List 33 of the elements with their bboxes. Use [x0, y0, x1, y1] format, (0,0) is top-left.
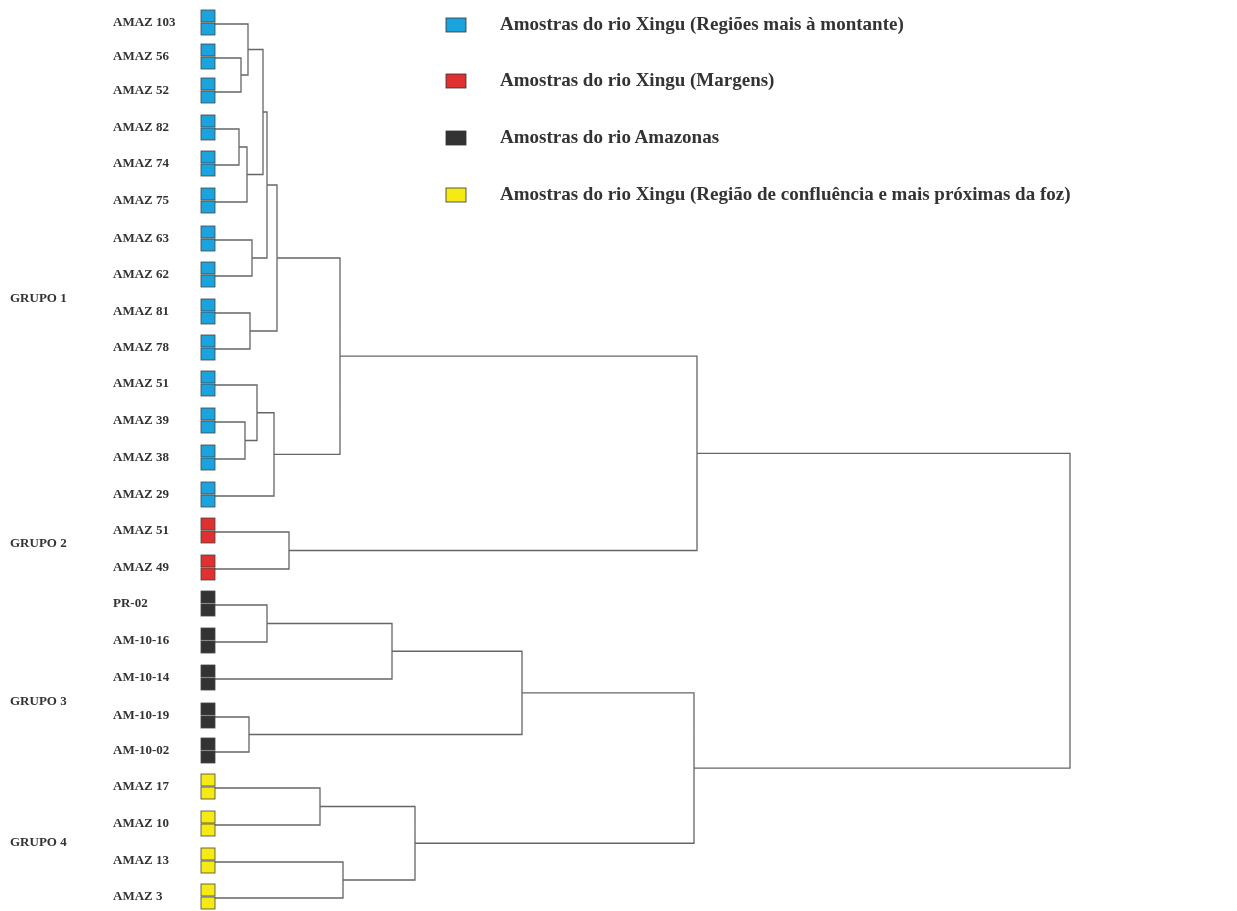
- sample-label: AMAZ 75: [113, 192, 169, 208]
- sample-label: AM-10-16: [113, 632, 170, 648]
- sample-label: AMAZ 56: [113, 48, 169, 64]
- legend-label: Amostras do rio Xingu (Região de confluência e mais próximas da foz): [500, 183, 1071, 205]
- sample-label: PR-02: [113, 595, 148, 611]
- sample-label: AMAZ 103: [113, 14, 176, 30]
- sample-label: AMAZ 13: [113, 852, 169, 868]
- sample-label: AMAZ 63: [113, 230, 169, 246]
- group-label: GRUPO 4: [10, 834, 67, 850]
- sample-label: AMAZ 82: [113, 119, 169, 135]
- legend-label: Amostras do rio Amazonas: [500, 126, 720, 148]
- sample-label: AMAZ 51: [113, 522, 169, 538]
- sample-label: AMAZ 52: [113, 82, 169, 98]
- sample-label: AMAZ 49: [113, 559, 169, 575]
- group-label: GRUPO 2: [10, 535, 67, 551]
- sample-label: AMAZ 78: [113, 339, 169, 355]
- sample-label: AMAZ 62: [113, 266, 169, 282]
- group-label: GRUPO 3: [10, 693, 67, 709]
- sample-label: AM-10-02: [113, 742, 170, 758]
- sample-label: AMAZ 39: [113, 412, 169, 428]
- sample-label: AMAZ 17: [113, 778, 169, 794]
- sample-label: AMAZ 10: [113, 815, 169, 831]
- sample-label: AMAZ 51: [113, 375, 169, 391]
- sample-label: AMAZ 74: [113, 155, 169, 171]
- sample-label: AM-10-14: [113, 669, 170, 685]
- sample-label: AMAZ 29: [113, 486, 169, 502]
- sample-label: AMAZ 3: [113, 888, 163, 904]
- sample-label: AM-10-19: [113, 707, 170, 723]
- sample-label: AMAZ 81: [113, 303, 169, 319]
- legend-label: Amostras do rio Xingu (Margens): [500, 69, 775, 91]
- group-label: GRUPO 1: [10, 290, 67, 306]
- sample-label: AMAZ 38: [113, 449, 169, 465]
- legend-label: Amostras do rio Xingu (Regiões mais à montante): [500, 13, 904, 35]
